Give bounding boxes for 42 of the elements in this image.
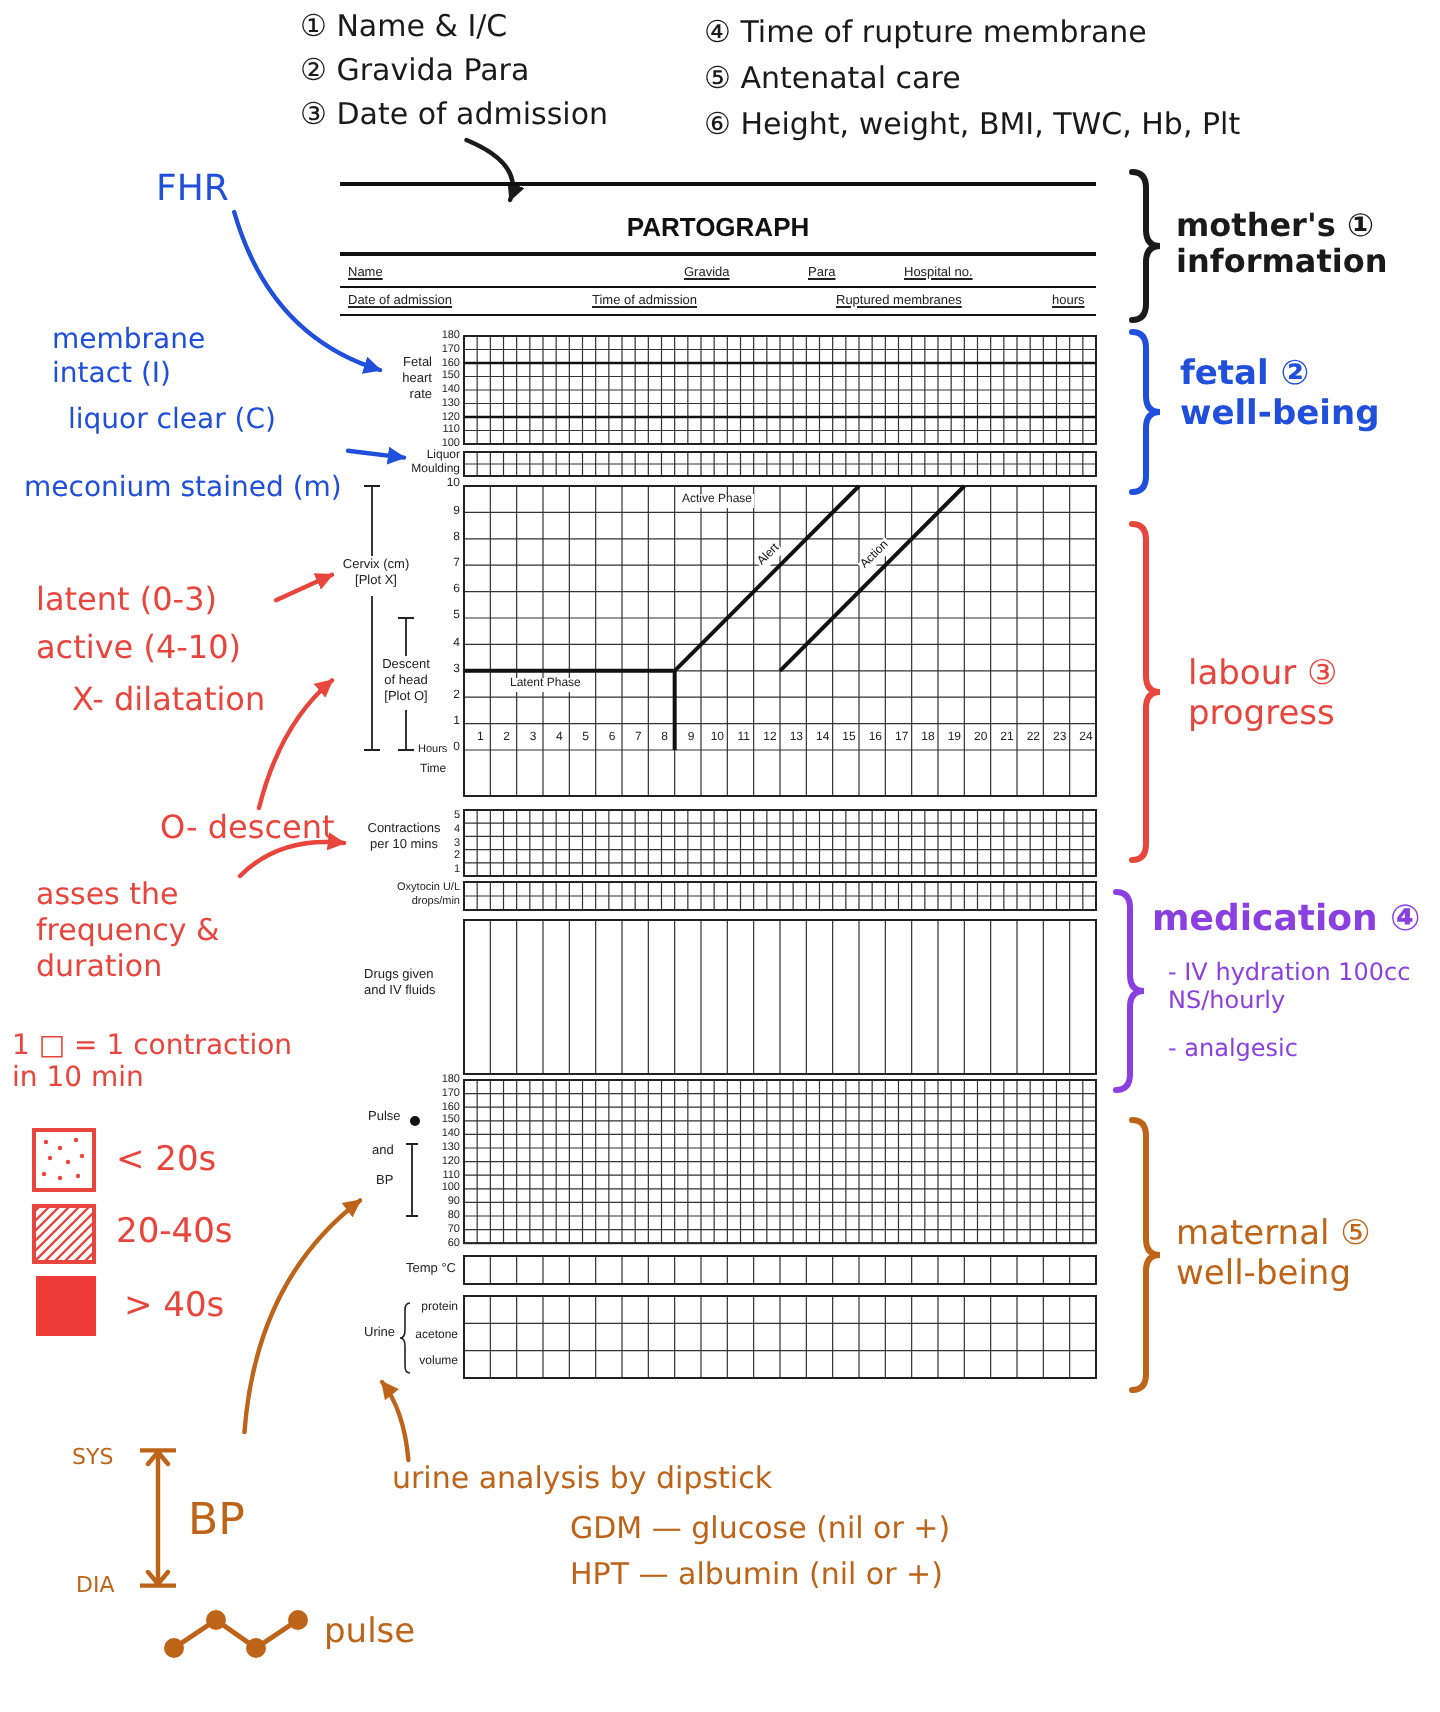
- arrow: [379, 1379, 411, 1463]
- handwritten-note: liquor clear (C): [68, 404, 278, 438]
- key-label: SYS: [72, 1444, 114, 1471]
- handwritten-note: ③ Date of admission: [300, 96, 611, 132]
- arrow: [242, 1198, 363, 1435]
- handwritten-note: O- descent: [160, 808, 337, 847]
- handwritten-note: X- dilatation: [72, 680, 268, 719]
- key-label: DIA: [76, 1572, 115, 1599]
- handwritten-note: ① Name & I/C: [300, 8, 510, 44]
- handwritten-note: urine analysis by dipstick: [392, 1460, 775, 1496]
- legend-text: pulse: [324, 1612, 416, 1653]
- section-heading: medication ④: [1152, 900, 1423, 942]
- handwritten-note: 1 □ = 1 contraction in 10 min: [12, 1030, 295, 1095]
- list-item: - analgesic: [1168, 1036, 1300, 1064]
- key-label: BP: [188, 1496, 245, 1549]
- handwritten-note: asses the frequency & duration: [36, 876, 222, 984]
- section-heading: fetal ② well-being: [1180, 356, 1382, 435]
- handwritten-note: ② Gravida Para: [300, 52, 532, 88]
- handwritten-note: FHR: [156, 168, 231, 212]
- legend-text: > 40s: [124, 1286, 225, 1327]
- handwritten-note: latent (0-3): [36, 580, 219, 619]
- handwritten-note: HPT — albumin (nil or +): [570, 1558, 945, 1593]
- section-heading: labour ③ progress: [1188, 656, 1340, 735]
- handwritten-note: membrane intact (I): [52, 324, 208, 392]
- arrow: [256, 678, 335, 811]
- handwritten-note: GDM — glucose (nil or +): [570, 1512, 953, 1547]
- legend-text: 20-40s: [116, 1212, 233, 1253]
- handwritten-note: ④ Time of rupture membrane: [704, 16, 1149, 51]
- legend-text: < 20s: [116, 1140, 217, 1181]
- arrow: [273, 572, 335, 603]
- handwritten-note: ⑥ Height, weight, BMI, TWC, Hb, Plt: [704, 108, 1243, 143]
- handwritten-note: active (4-10): [36, 628, 244, 667]
- arrow: [345, 446, 407, 465]
- form-title: PARTOGRAPH: [625, 212, 811, 244]
- section-heading: mother's ① information: [1176, 208, 1390, 282]
- arrow: [232, 209, 383, 374]
- handwritten-note: ⑤ Antenatal care: [704, 62, 963, 97]
- arrow: [237, 832, 347, 879]
- section-heading: maternal ⑤ well-being: [1176, 1216, 1373, 1295]
- arrow: [464, 137, 524, 203]
- list-item: - IV hydration 100cc NS/hourly: [1168, 960, 1413, 1016]
- handwritten-note: meconium stained (m): [24, 472, 344, 506]
